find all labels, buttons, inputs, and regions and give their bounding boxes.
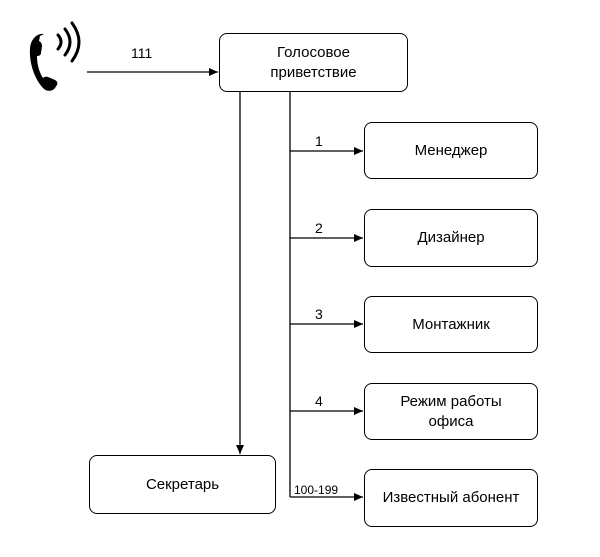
greeting-line-1: Голосовое bbox=[277, 43, 350, 61]
option-label-line-1: Режим работы bbox=[400, 392, 502, 410]
secretary-label: Секретарь bbox=[145, 475, 220, 493]
option-label-line-2: офиса bbox=[428, 412, 474, 430]
option-label: Дизайнер bbox=[417, 229, 485, 246]
key-label-range: 100-199 bbox=[294, 483, 339, 497]
key-label-1: 1 bbox=[315, 133, 323, 149]
caller-number-label: 111 bbox=[131, 45, 153, 61]
phone-ringing-icon bbox=[29, 21, 81, 91]
key-label-4: 4 bbox=[315, 393, 323, 409]
greeting-line-2: приветствие bbox=[270, 63, 357, 81]
greeting-node: Голосовое приветствие bbox=[219, 33, 408, 92]
option-node-designer: Дизайнер bbox=[364, 209, 538, 267]
option-node-office-hours: Режим работы офиса bbox=[364, 383, 538, 440]
option-node-installer: Монтажник bbox=[364, 296, 538, 353]
option-node-known-subscriber: Известный абонент bbox=[364, 469, 538, 527]
key-label-3: 3 bbox=[315, 306, 323, 322]
option-node-manager: Менеджер bbox=[364, 122, 538, 179]
key-label-2: 2 bbox=[315, 220, 323, 236]
option-label: Известный абонент bbox=[382, 489, 520, 506]
secretary-node: Секретарь bbox=[89, 455, 276, 514]
option-label: Менеджер bbox=[414, 141, 488, 159]
option-label: Монтажник bbox=[412, 315, 490, 333]
